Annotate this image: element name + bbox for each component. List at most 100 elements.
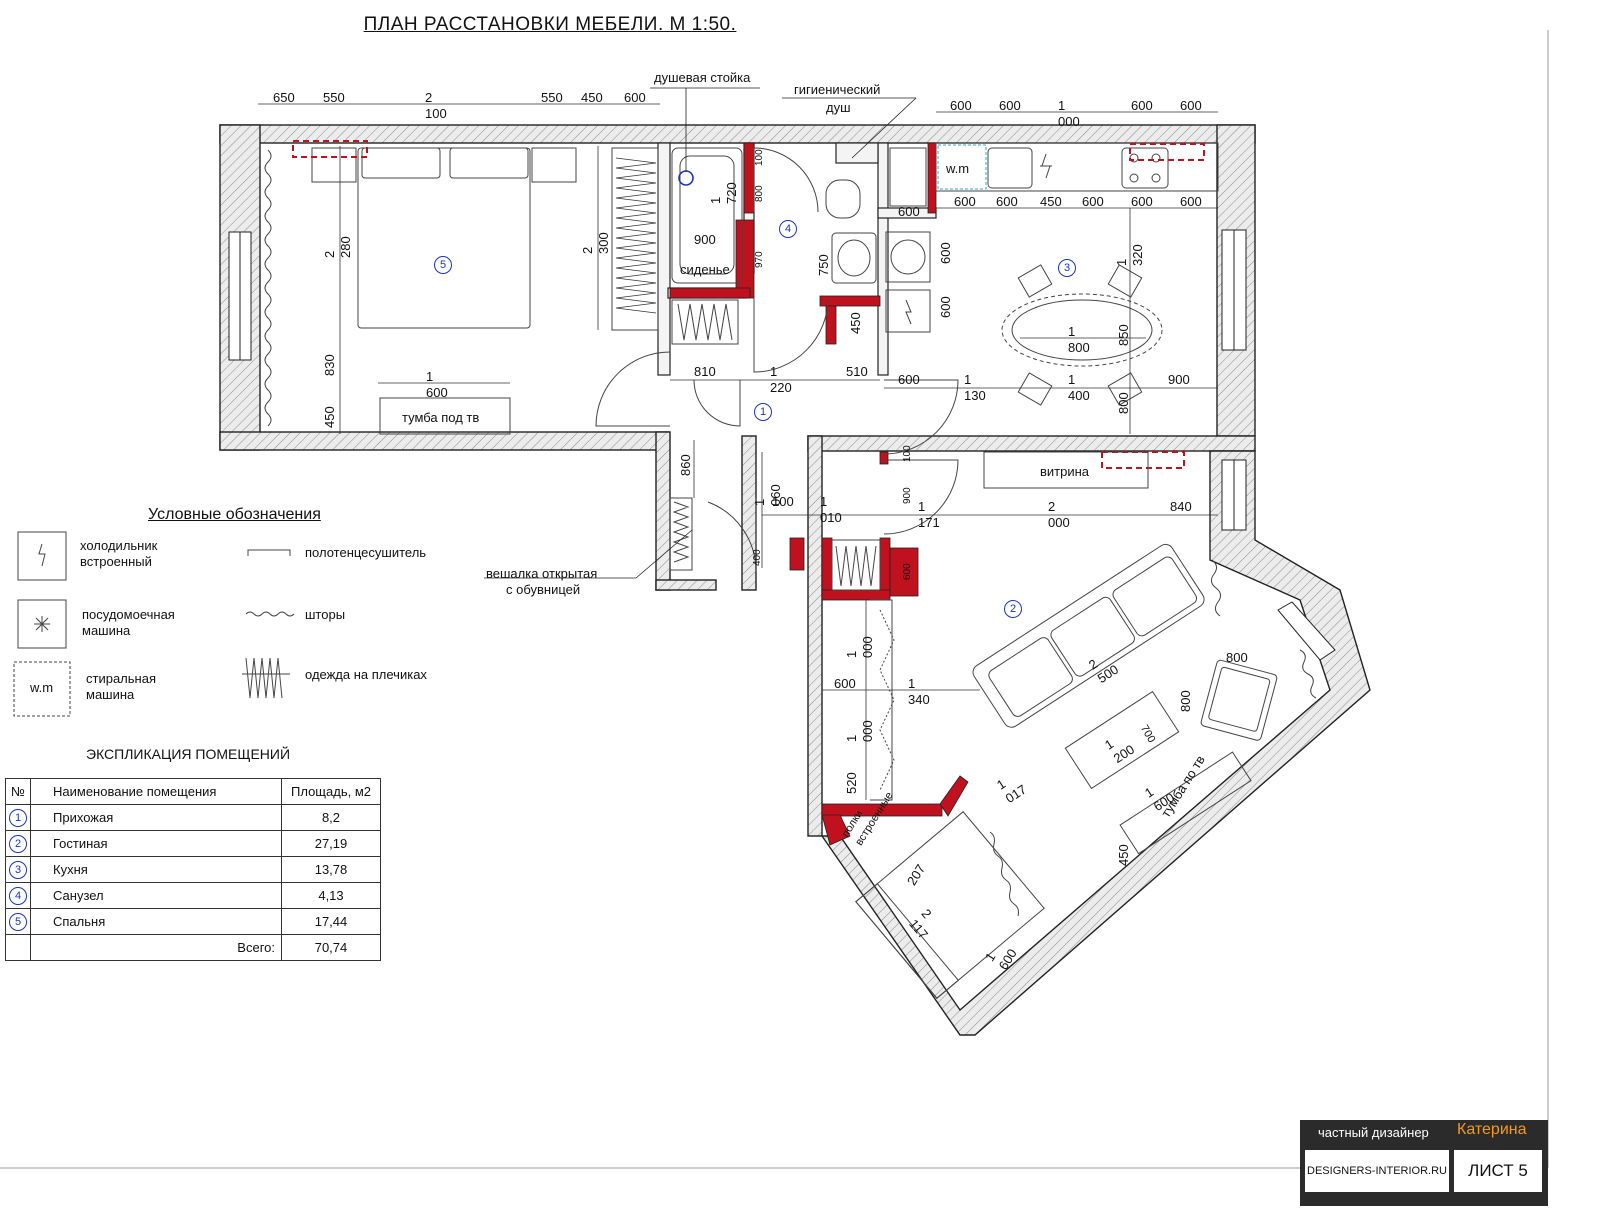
table-row: 4 Санузел 4,13 — [5, 882, 381, 909]
room-name-cell: Кухня — [30, 856, 282, 883]
dim-label: 1 000 — [1058, 98, 1080, 129]
dim-label: 1 000 — [844, 720, 875, 742]
dim-label: 600 — [624, 90, 646, 105]
dim-label: 1 010 — [820, 494, 842, 525]
legend-label: машина — [86, 687, 135, 702]
dim-label: 750 — [816, 254, 831, 276]
dim-label: 1 400 — [1068, 372, 1090, 403]
dim-label: 830 — [322, 354, 337, 376]
doors — [595, 147, 959, 573]
callout-hanger-1: вешалка открытая — [486, 566, 598, 581]
legend-label: встроенный — [80, 554, 152, 569]
dim-label: 550 — [323, 90, 345, 105]
legend-item-washing-machine: стиральная машина — [86, 671, 156, 703]
dim-label: 600 — [1180, 194, 1202, 209]
room-name-cell: Санузел — [30, 882, 282, 909]
dim-label: 450 — [581, 90, 603, 105]
room-marker-3: 3 — [1058, 259, 1076, 277]
table-header: Площадь, м2 — [281, 778, 381, 805]
new-partitions — [669, 142, 969, 846]
dim-label: 100 — [902, 445, 913, 462]
room-name-cell: Прихожая — [30, 804, 282, 831]
fridge-icon — [1040, 153, 1052, 179]
dim-label: 2 000 — [1048, 499, 1070, 530]
dim-label: 600 — [902, 563, 913, 580]
total-value: 70,74 — [281, 934, 381, 961]
callout-hygienic-shower-2: душ — [826, 100, 851, 115]
room-area-cell: 8,2 — [281, 804, 381, 831]
dim-label: 510 — [846, 364, 868, 379]
curtains-icon — [245, 611, 295, 617]
dim-label: 1 220 — [770, 364, 792, 395]
legend-wm-icon-text: w.m — [30, 680, 54, 695]
explication-title: ЭКСПЛИКАЦИЯ ПОМЕЩЕНИЙ — [86, 746, 291, 762]
dim-label: 100 — [772, 494, 794, 509]
bath-seat-label: сиденье — [680, 262, 730, 277]
room-marker-2: 2 — [1004, 600, 1022, 618]
washing-machine-label: w.m — [946, 161, 970, 176]
room-area-cell: 4,13 — [281, 882, 381, 909]
callout-hygienic-shower-1: гигиенический — [794, 82, 881, 97]
kitchen-furniture — [885, 142, 1219, 406]
dim-label: 900 — [694, 232, 716, 247]
dim-label: 600 — [834, 676, 856, 691]
dim-label: 400 — [752, 549, 763, 566]
windows — [228, 229, 1336, 661]
dim-label: 1 130 — [964, 372, 986, 403]
towel-dryer-icon — [247, 549, 291, 556]
dim-label: 850 — [1116, 324, 1131, 346]
room-marker-4: 4 — [779, 220, 797, 238]
table-total-row: Всего: 70,74 — [5, 934, 381, 961]
bedroom-furniture — [264, 147, 659, 435]
dim-label: 450 — [322, 406, 337, 428]
dim-label: 520 — [844, 772, 859, 794]
dim-label: 600 — [950, 98, 972, 113]
living-furniture — [855, 543, 1317, 999]
table-header: Наименование помещения — [30, 778, 282, 805]
dim-label: 600 — [1131, 194, 1153, 209]
dim-label: 1 600 — [426, 369, 448, 400]
dim-label: 810 — [694, 364, 716, 379]
legend-title: Условные обозначения — [148, 506, 321, 523]
dim-label: 1 720 — [708, 182, 739, 204]
callout-hanger-2: с обувницей — [506, 582, 581, 597]
room-number-badge: 1 — [9, 808, 27, 827]
designer-site: DESIGNERS-INTERIOR.RU — [1305, 1150, 1449, 1192]
dim-label: 1 340 — [908, 676, 930, 707]
dim-label: 800 — [1226, 650, 1248, 665]
table-row: 1 Прихожая 8,2 — [5, 804, 381, 831]
dim-label: 450 — [1040, 194, 1062, 209]
dim-label: 2 280 — [322, 236, 353, 258]
room-area-cell: 27,19 — [281, 830, 381, 857]
table-row: 3 Кухня 13,78 — [5, 856, 381, 883]
room-marker-5: 5 — [434, 256, 452, 274]
dim-label: 600 — [938, 296, 953, 318]
dim-label: 450 — [1116, 844, 1131, 866]
dim-label: 970 — [754, 251, 765, 268]
room-number-badge: 4 — [9, 886, 27, 905]
dim-label: 600 — [938, 242, 953, 264]
room-number-badge: 5 — [9, 912, 27, 931]
dim-label: 800 — [1116, 392, 1131, 414]
dim-label: 800 — [754, 185, 765, 202]
dim-label: 1 000 — [844, 636, 875, 658]
dim-label: 600 — [1180, 98, 1202, 113]
display-case-label: витрина — [1040, 464, 1090, 479]
dim-label: 800 — [1178, 690, 1193, 712]
hanging-clothes-icon — [242, 657, 290, 699]
legend-item-fridge: холодильник встроенный — [80, 538, 157, 570]
designer-name: Катерина — [1457, 1121, 1527, 1138]
legend-label: машина — [82, 623, 131, 638]
dim-label: 450 — [848, 312, 863, 334]
dim-label: 650 — [273, 90, 295, 105]
legend-item-dishwasher: посудомоечная машина — [82, 607, 175, 639]
interior-partitions — [657, 142, 937, 376]
dim-label: 600 — [898, 204, 920, 219]
legend-item-clothes: одежда на плечиках — [305, 667, 427, 682]
dim-label: 100 — [754, 149, 765, 166]
table-header: № — [5, 778, 31, 805]
room-number-badge: 2 — [9, 834, 27, 853]
room-name-cell: Спальня — [30, 908, 282, 935]
sheet-number: ЛИСТ 5 — [1454, 1150, 1542, 1192]
